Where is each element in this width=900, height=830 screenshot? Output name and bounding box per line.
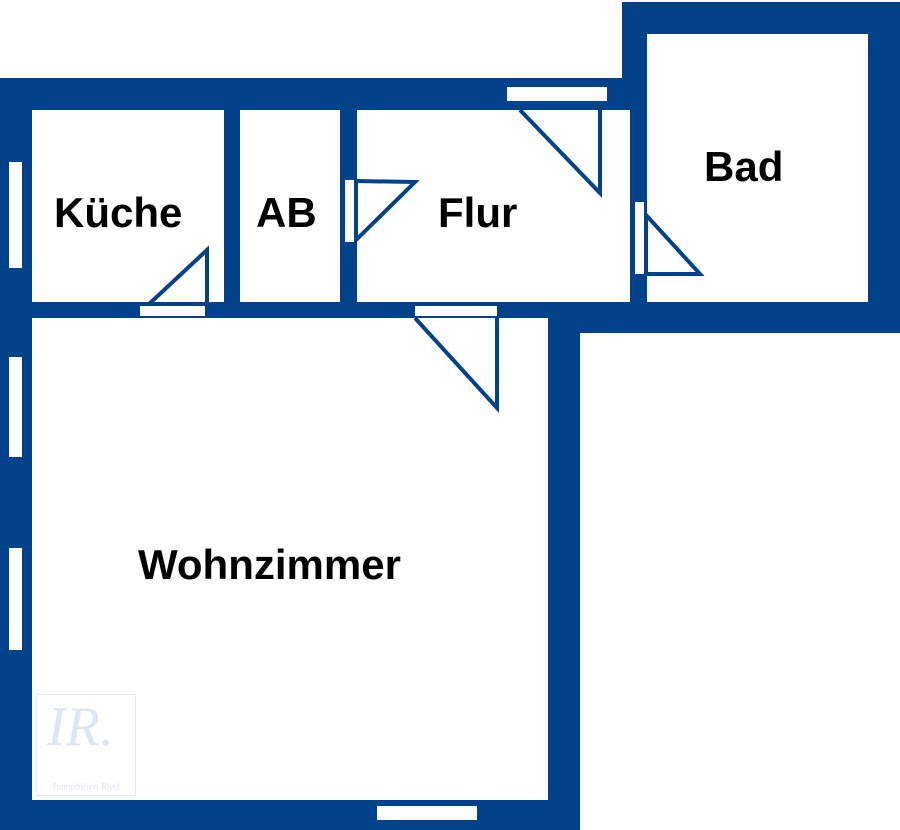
window-wohnzimmer-2 (9, 548, 22, 650)
room-label-wohnzimmer: Wohnzimmer (138, 541, 401, 588)
door-sill-ab (345, 180, 354, 242)
door-swing-kueche (146, 245, 209, 307)
door-sill-kueche (140, 306, 205, 316)
door-sill-bad (635, 202, 644, 274)
door-swing-entrance (518, 108, 602, 198)
room-wohnzimmer (32, 318, 548, 800)
watermark-logo: IR. (47, 696, 114, 758)
room-kueche (32, 110, 224, 302)
room-flur (357, 110, 630, 302)
door-swing-wohnzimmer (413, 316, 499, 414)
watermark: IR. Immobilien Ried (36, 694, 136, 796)
room-label-bad: Bad (704, 143, 784, 190)
room-label-kueche: Küche (54, 189, 183, 236)
entrance-door-sill (507, 87, 607, 101)
window-wohnzimmer-bottom (377, 806, 477, 820)
door-swing-bad (644, 209, 705, 276)
door-swing-ab (354, 178, 420, 245)
window-kueche (9, 162, 22, 268)
room-label-ab: AB (256, 189, 317, 236)
watermark-text: Immobilien Ried (52, 782, 120, 793)
door-sill-wohnzimmer (415, 306, 497, 316)
room-label-flur: Flur (438, 189, 518, 236)
room-ab (240, 110, 340, 302)
window-wohnzimmer-1 (9, 357, 22, 457)
